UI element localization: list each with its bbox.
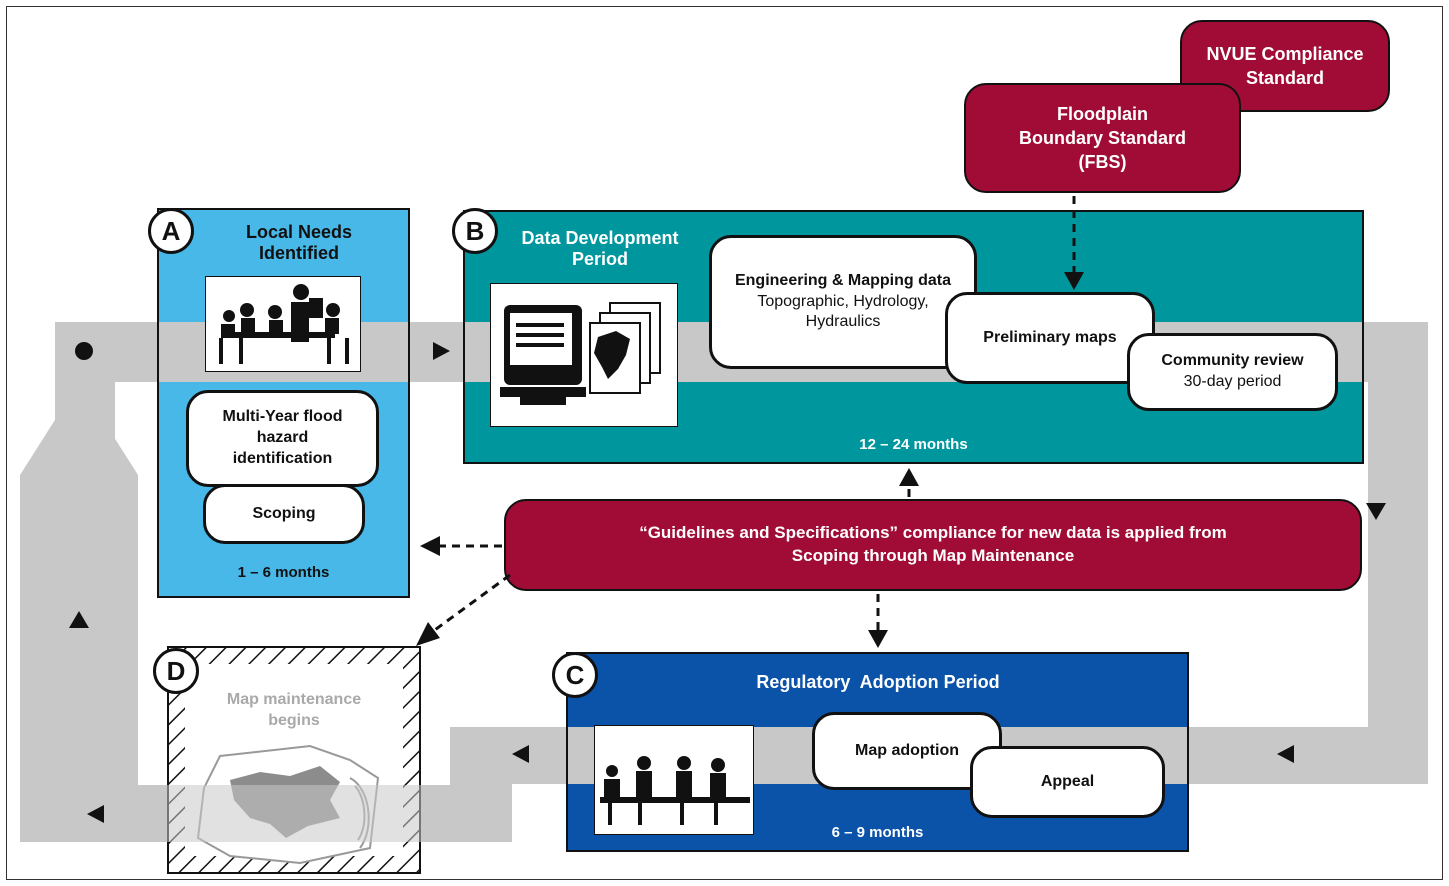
panel-a-title-line2: Identified <box>259 242 339 263</box>
preliminary-maps-box: Preliminary maps <box>945 292 1155 384</box>
scoping-label: Scoping <box>252 504 316 522</box>
guidelines-box: “Guidelines and Specifications” complian… <box>504 499 1362 591</box>
multi-year-line1: Multi-Year flood <box>222 408 343 426</box>
map-adoption-label: Map adoption <box>855 741 959 759</box>
panel-b-title-line2: Period <box>571 248 628 269</box>
panel-c-title: Regulatory Adoption Period <box>756 672 1000 692</box>
panel-c-letter: C <box>552 652 598 698</box>
community-review-box: Community review 30-day period <box>1127 333 1338 411</box>
scoping-box: Scoping <box>203 484 365 544</box>
fbs-line3: (FBS) <box>1078 152 1127 173</box>
community-review-detail: 30-day period <box>1183 373 1282 390</box>
fbs-line1: Floodplain <box>1057 103 1148 124</box>
panel-a-letter: A <box>148 208 194 254</box>
flow-overlay-d <box>163 785 512 842</box>
fbs-standard-box: Floodplain Boundary Standard (FBS) <box>964 83 1241 193</box>
engineering-detail-line1: Topographic, Hydrology, <box>757 292 929 310</box>
guidelines-to-d-arrow <box>431 573 511 634</box>
start-dot <box>75 342 93 360</box>
outer-frame <box>6 6 1443 880</box>
community-review-title: Community review <box>1161 352 1304 370</box>
multi-year-line3: identification <box>232 449 333 467</box>
fbs-line2: Boundary Standard <box>1018 127 1187 148</box>
panel-d-title-line2: begins <box>268 711 320 729</box>
engineering-title: Engineering & Mapping data <box>734 271 951 289</box>
panel-a-title-line1: Local Needs <box>245 222 353 242</box>
panel-b-title-line1: Data Development <box>521 228 679 248</box>
panel-b-duration: 12 – 24 months <box>859 436 968 453</box>
panel-c-duration: 6 – 9 months <box>831 824 924 841</box>
panel-a-duration: 1 – 6 months <box>237 564 330 581</box>
appeal-box: Appeal <box>970 746 1165 818</box>
appeal-label: Appeal <box>1040 772 1095 790</box>
guidelines-line2: Scoping through Map Maintenance <box>791 546 1075 565</box>
guidelines-line1: “Guidelines and Specifications” complian… <box>639 523 1227 543</box>
panel-d-title-line1: Map maintenance <box>226 691 362 708</box>
multi-year-box: Multi-Year flood hazard identification <box>186 390 379 487</box>
engineering-detail-line2: Hydraulics <box>805 313 881 331</box>
multi-year-line2: hazard <box>256 429 309 447</box>
nvue-line1: NVUE Compliance <box>1206 43 1364 64</box>
meeting-people-icon <box>205 276 361 372</box>
nvue-line2: Standard <box>1245 68 1324 88</box>
panel-b-letter: B <box>452 208 498 254</box>
preliminary-maps-label: Preliminary maps <box>983 328 1117 346</box>
panel-d-letter: D <box>153 648 199 694</box>
council-meeting-icon <box>594 725 754 835</box>
engineering-box: Engineering & Mapping data Topographic, … <box>709 235 977 369</box>
computer-maps-icon <box>490 283 678 427</box>
